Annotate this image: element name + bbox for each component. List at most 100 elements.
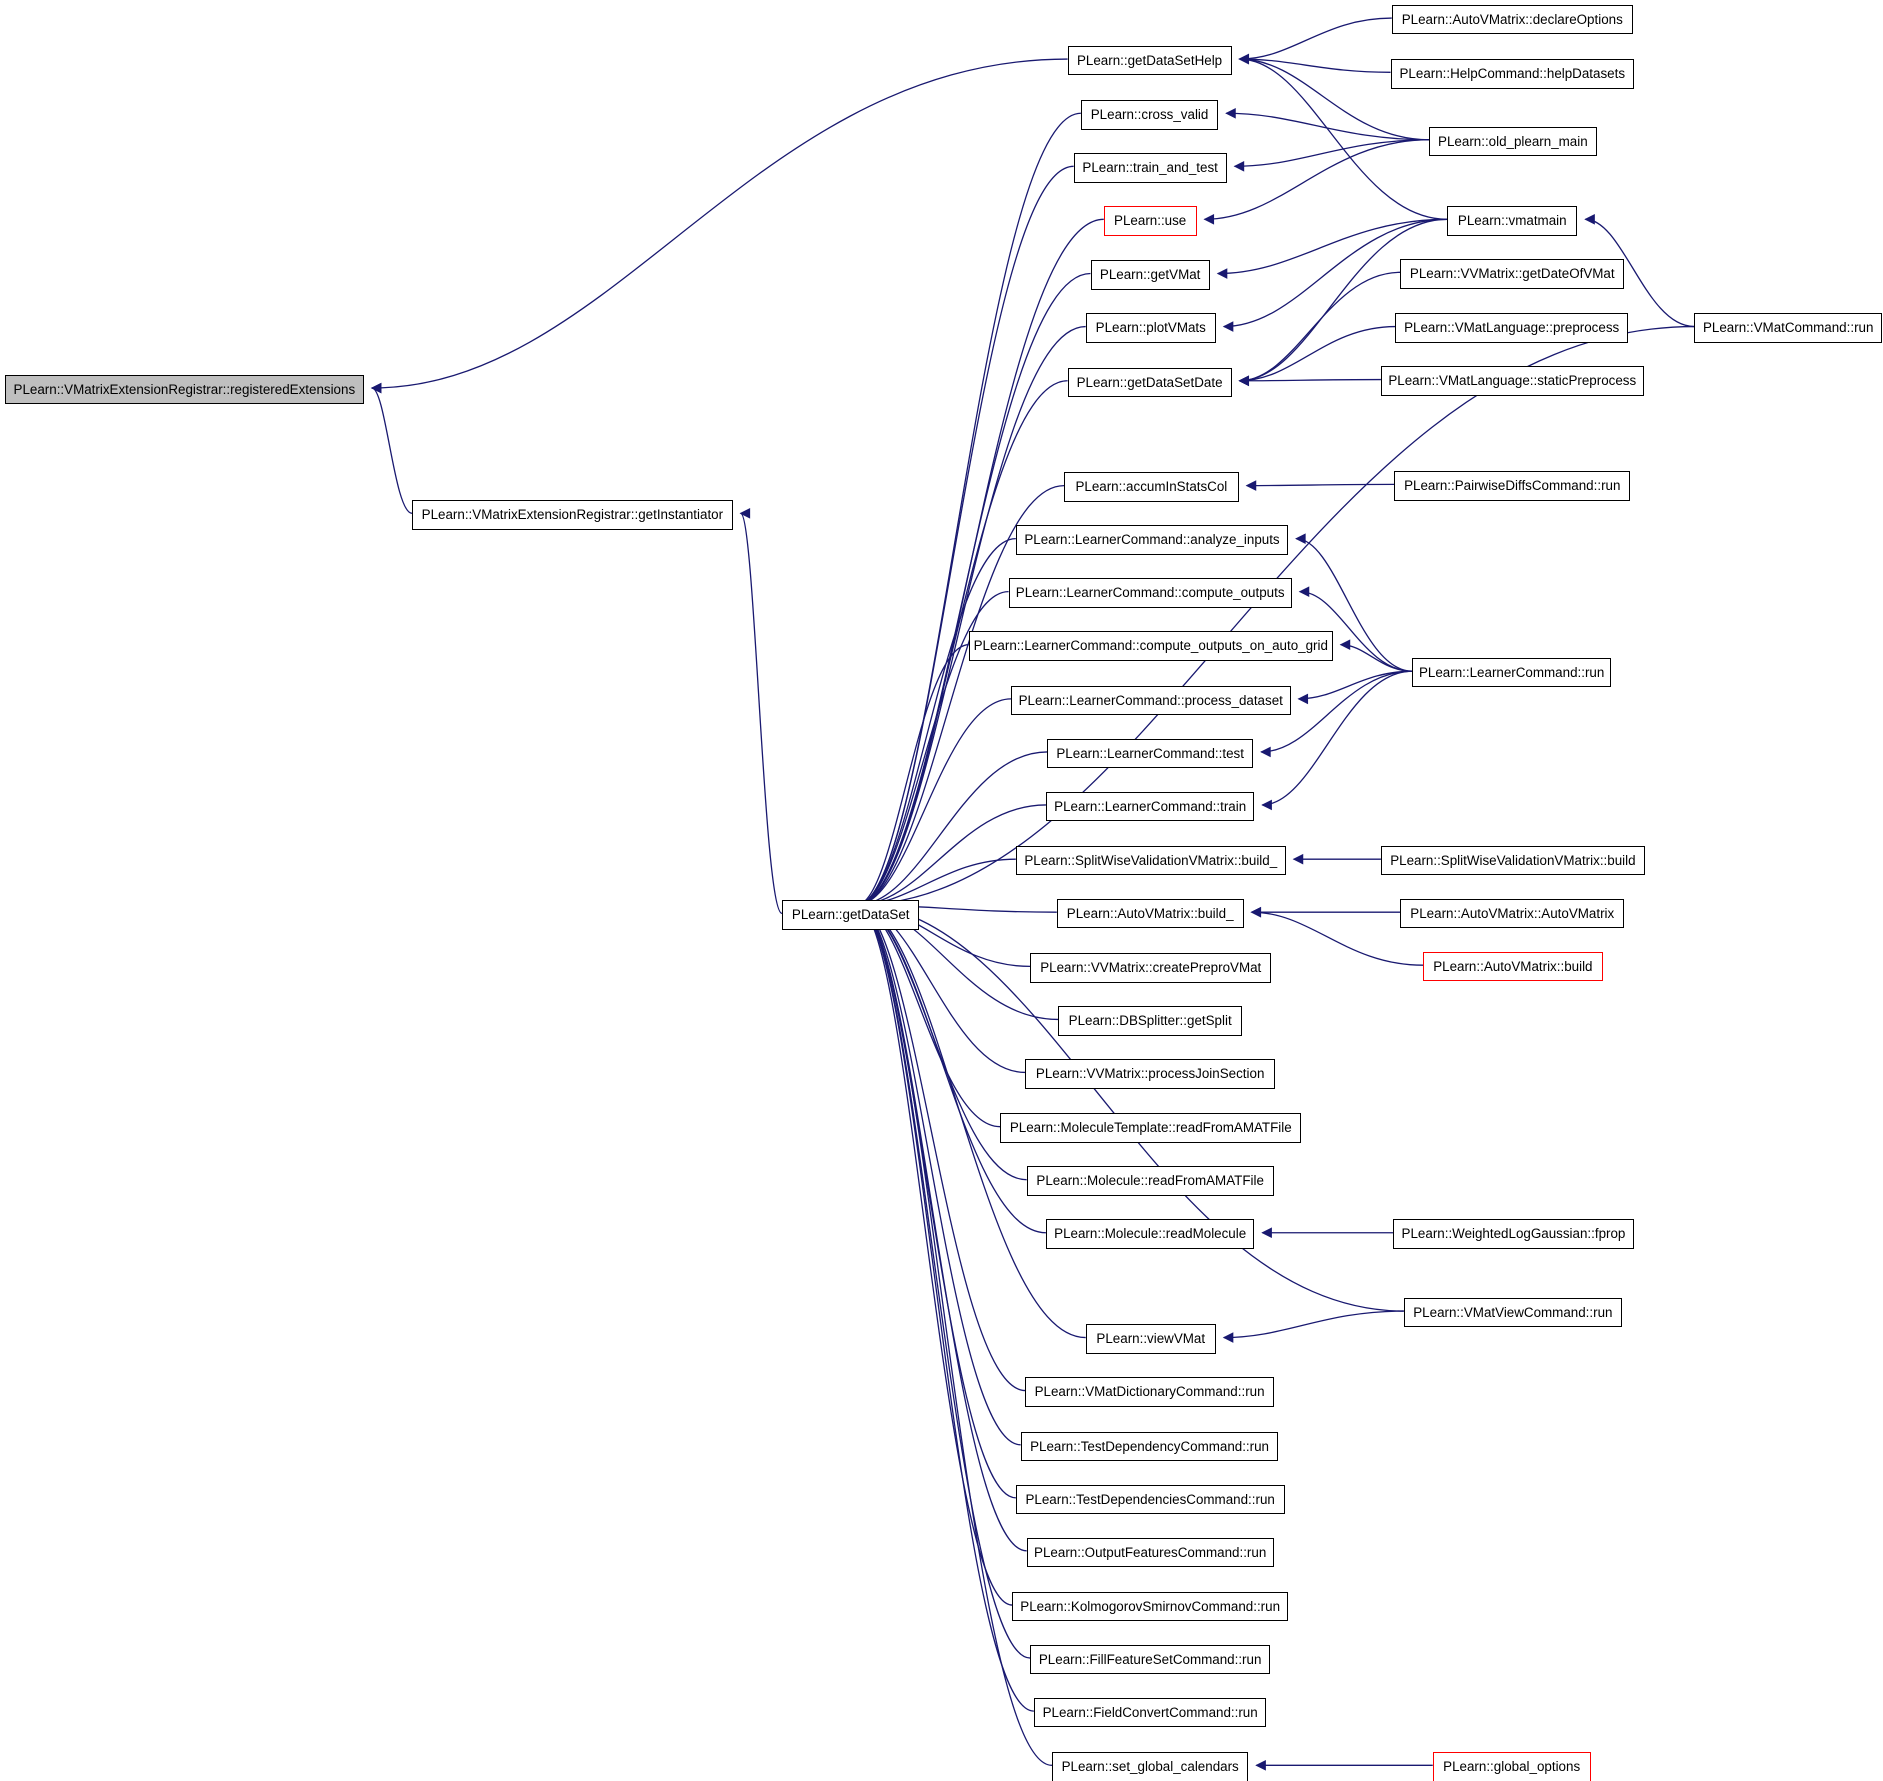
edge-getDataSetDate-to-getDataSet xyxy=(856,380,1068,906)
node-autovmatrix-constructor[interactable]: PLearn::AutoVMatrix::AutoVMatrix xyxy=(1400,898,1625,929)
node-read-molecule[interactable]: PLearn::Molecule::readMolecule xyxy=(1045,1219,1255,1249)
node-process-dataset[interactable]: PLearn::LearnerCommand::process_dataset xyxy=(1010,685,1291,716)
node-accum-in-stats-col[interactable]: PLearn::accumInStatsCol xyxy=(1064,472,1239,502)
node-get-data-set-help[interactable]: PLearn::getDataSetHelp xyxy=(1067,45,1232,76)
node-splitwise-build[interactable]: PLearn::SplitWiseValidationVMatrix::buil… xyxy=(1380,845,1645,876)
node-vmatmain[interactable]: PLearn::vmatmain xyxy=(1447,206,1578,236)
node-analyze-inputs[interactable]: PLearn::LearnerCommand::analyze_inputs xyxy=(1015,525,1289,555)
edge-old_plearn_main-to-train_and_test xyxy=(1234,139,1430,167)
node-cross-valid[interactable]: PLearn::cross_valid xyxy=(1080,100,1219,130)
edge-compute_outputs-to-getDataSet xyxy=(856,591,1009,906)
arrowhead xyxy=(370,382,382,394)
edge-avm_build-to-avm_build_ xyxy=(1251,911,1424,966)
node-learner-train[interactable]: PLearn::LearnerCommand::train xyxy=(1045,791,1255,822)
edge-analyze_inputs-to-getDataSet xyxy=(856,537,1016,906)
node-get-vmat[interactable]: PLearn::getVMat xyxy=(1090,260,1210,290)
edge-lc_test-to-getDataSet xyxy=(856,751,1048,906)
edge-vmatview_run-to-viewVMat xyxy=(1223,1310,1404,1339)
edge-getDataSetHelp-to-registeredExtensions xyxy=(371,58,1068,389)
node-get-data-set-date[interactable]: PLearn::getDataSetDate xyxy=(1067,367,1232,398)
edge-testdep_run-to-getDataSet xyxy=(856,904,1021,1446)
node-learner-test[interactable]: PLearn::LearnerCommand::test xyxy=(1047,738,1254,769)
node-molecule-template-read-amat[interactable]: PLearn::MoleculeTemplate::readFromAMATFi… xyxy=(1000,1113,1302,1143)
arrowhead xyxy=(1260,746,1271,758)
node-static-preprocess[interactable]: PLearn::VMatLanguage::staticPreprocess xyxy=(1380,366,1644,396)
node-test-dependency-run[interactable]: PLearn::TestDependencyCommand::run xyxy=(1020,1431,1279,1462)
arrowhead xyxy=(1292,853,1304,865)
node-autovmatrix-build[interactable]: PLearn::AutoVMatrix::build xyxy=(1423,951,1603,982)
node-help-datasets[interactable]: PLearn::HelpCommand::helpDatasets xyxy=(1390,59,1634,89)
node-get-instantiator[interactable]: PLearn::VMatrixExtensionRegistrar::getIn… xyxy=(412,500,733,530)
arrowhead xyxy=(1238,375,1250,387)
edge-old_plearn_main-to-use xyxy=(1204,139,1430,220)
node-plot-vmats[interactable]: PLearn::plotVMats xyxy=(1085,313,1216,343)
node-global-options[interactable]: PLearn::global_options xyxy=(1432,1752,1591,1781)
node-preprocess[interactable]: PLearn::VMatLanguage::preprocess xyxy=(1395,313,1628,343)
node-use[interactable]: PLearn::use xyxy=(1103,206,1197,236)
arrowhead xyxy=(1255,1760,1266,1771)
arrowhead xyxy=(1203,214,1215,225)
edge-fieldconv_run-to-getDataSet xyxy=(856,904,1034,1712)
edge-testdeps_run-to-getDataSet xyxy=(856,904,1016,1499)
node-view-vmat[interactable]: PLearn::viewVMat xyxy=(1085,1324,1216,1354)
arrowhead xyxy=(1222,321,1234,332)
node-compute-outputs-on-auto-grid[interactable]: PLearn::LearnerCommand::compute_outputs_… xyxy=(968,631,1333,661)
node-old-plearn-main[interactable]: PLearn::old_plearn_main xyxy=(1429,126,1597,157)
edge-getInstantiator-to-registeredExtensions xyxy=(371,387,413,514)
node-get-date-of-vmat[interactable]: PLearn::VVMatrix::getDateOfVMat xyxy=(1400,259,1625,289)
arrowhead xyxy=(1298,586,1310,597)
node-vmat-view-run[interactable]: PLearn::VMatViewCommand::run xyxy=(1403,1297,1622,1328)
edge-staticPreprocess-to-getDataSetDate xyxy=(1239,378,1381,382)
node-learner-command-run[interactable]: PLearn::LearnerCommand::run xyxy=(1412,657,1612,688)
node-molecule-read-amat[interactable]: PLearn::Molecule::readFromAMATFile xyxy=(1026,1166,1274,1196)
edge-cross_valid-to-getDataSet xyxy=(856,112,1081,906)
edge-accumInStatsCol-to-getDataSet xyxy=(856,484,1065,906)
node-splitwise-build-underscore[interactable]: PLearn::SplitWiseValidationVMatrix::buil… xyxy=(1015,845,1286,876)
node-set-global-calendars[interactable]: PLearn::set_global_calendars xyxy=(1051,1752,1249,1781)
node-vmat-dictionary-run[interactable]: PLearn::VMatDictionaryCommand::run xyxy=(1025,1377,1274,1407)
arrowhead xyxy=(739,508,751,519)
edge-vmatmain-to-plotVMats xyxy=(1223,218,1448,328)
node-get-data-set[interactable]: PLearn::getDataSet xyxy=(782,900,920,930)
edge-old_plearn_main-to-cross_valid xyxy=(1226,112,1430,141)
node-test-dependencies-run[interactable]: PLearn::TestDependenciesCommand::run xyxy=(1015,1484,1285,1515)
edge-learnercmd_run-to-compute_outputs xyxy=(1299,591,1413,672)
arrowhead xyxy=(1261,799,1272,811)
node-train-and-test[interactable]: PLearn::train_and_test xyxy=(1073,153,1227,183)
edge-vmatdict_run-to-getDataSet xyxy=(856,904,1026,1392)
edge-process_dataset-to-getDataSet xyxy=(856,698,1011,906)
node-create-prepro-vmat[interactable]: PLearn::VVMatrix::createPreproVMat xyxy=(1030,953,1272,983)
node-vmat-command-run[interactable]: PLearn::VMatCommand::run xyxy=(1694,313,1883,343)
edge-plotVMats-to-getDataSet xyxy=(856,325,1086,906)
edge-vmatmain-to-getVMat xyxy=(1217,218,1448,275)
node-process-join-section[interactable]: PLearn::VVMatrix::processJoinSection xyxy=(1025,1059,1275,1089)
arrowhead xyxy=(1222,1332,1234,1343)
edge-getDateOfVMat-to-getDataSetDate xyxy=(1239,271,1401,382)
edge-outfeat_run-to-getDataSet xyxy=(856,904,1027,1552)
edge-declareOptions-to-getDataSetHelp xyxy=(1239,17,1392,60)
node-field-convert-run[interactable]: PLearn::FieldConvertCommand::run xyxy=(1033,1697,1267,1728)
arrowhead xyxy=(1295,533,1306,544)
edge-getDataSet-to-getInstantiator xyxy=(740,512,783,915)
edge-set_global_calendars-to-getDataSet xyxy=(856,904,1052,1766)
node-pairwise-diffs-run[interactable]: PLearn::PairwiseDiffsCommand::run xyxy=(1394,471,1631,501)
node-weighted-log-gaussian-fprop[interactable]: PLearn::WeightedLogGaussian::fprop xyxy=(1392,1219,1634,1249)
node-output-features-run[interactable]: PLearn::OutputFeaturesCommand::run xyxy=(1026,1537,1274,1568)
edge-processJoinSection-to-getDataSet xyxy=(856,904,1026,1074)
arrowhead xyxy=(1339,639,1351,650)
edge-vmatmain-to-getDataSetDate xyxy=(1239,218,1448,382)
node-get-split[interactable]: PLearn::DBSplitter::getSplit xyxy=(1057,1006,1243,1036)
node-fill-feature-set-run[interactable]: PLearn::FillFeatureSetCommand::run xyxy=(1030,1644,1271,1675)
arrowhead xyxy=(1297,693,1309,705)
node-declare-options[interactable]: PLearn::AutoVMatrix::declareOptions xyxy=(1391,4,1633,35)
edge-learnercmd_run-to-lc_test xyxy=(1261,670,1413,753)
arrowhead xyxy=(1233,160,1245,172)
arrowhead xyxy=(1238,53,1250,65)
node-kolmogorov-smirnov-run[interactable]: PLearn::KolmogorovSmirnovCommand::run xyxy=(1012,1591,1289,1622)
node-registered-extensions[interactable]: PLearn::VMatrixExtensionRegistrar::regis… xyxy=(4,374,364,405)
edge-learnercmd_run-to-process_dataset xyxy=(1298,670,1413,700)
node-autovmatrix-build-underscore[interactable]: PLearn::AutoVMatrix::build_ xyxy=(1056,898,1244,929)
node-compute-outputs[interactable]: PLearn::LearnerCommand::compute_outputs xyxy=(1008,578,1292,608)
arrowhead xyxy=(1250,906,1262,918)
